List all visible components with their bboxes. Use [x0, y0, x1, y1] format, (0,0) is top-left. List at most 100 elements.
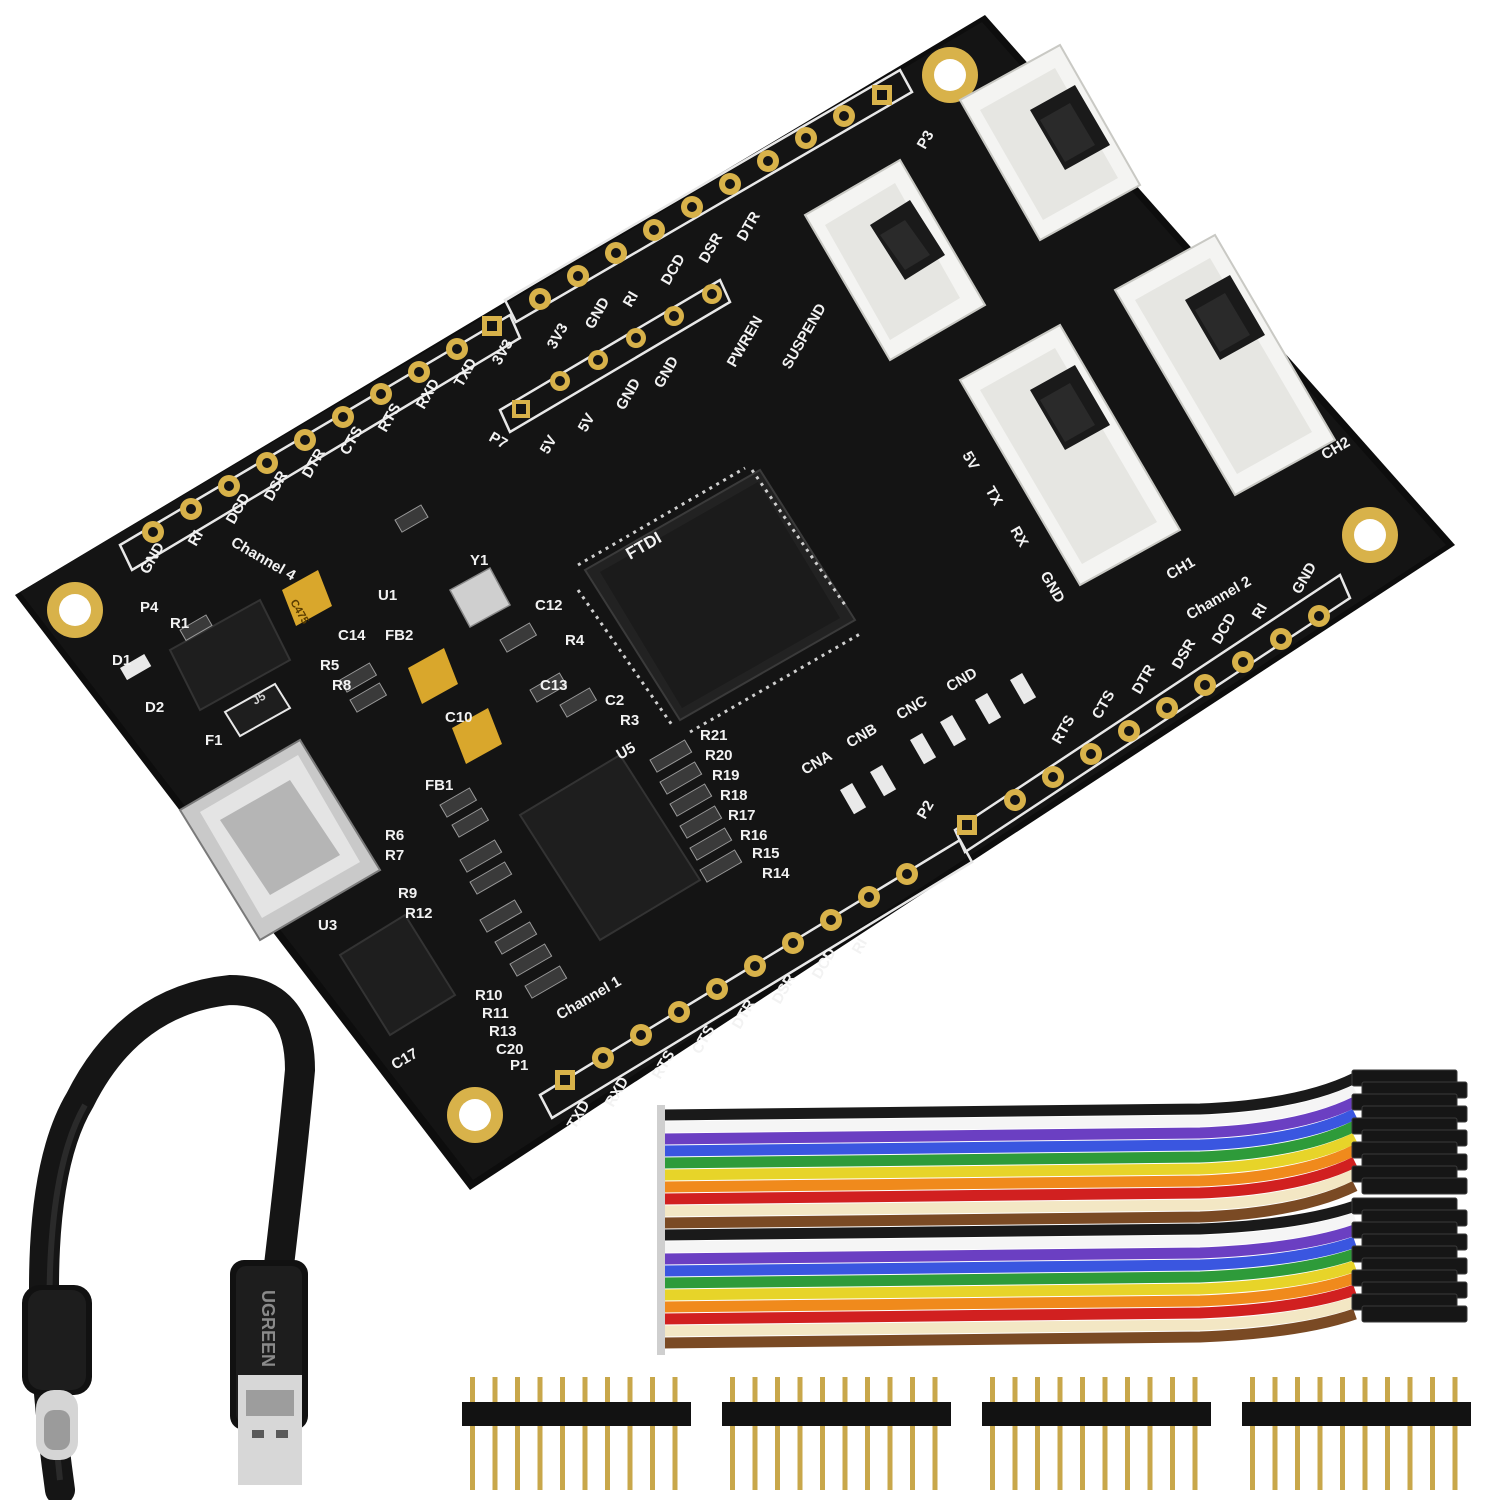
dupont-wire: [661, 1308, 1357, 1349]
label-r19: R19: [712, 767, 740, 784]
jst-connector-ch2: [1113, 233, 1337, 497]
header-pin: [582, 1377, 588, 1490]
dupont-wire: [661, 1073, 1358, 1121]
label-r21: R21: [700, 727, 728, 744]
chip-pins: [576, 466, 861, 734]
usb-c-receptacle: [178, 738, 382, 942]
dupont-wire: [661, 1260, 1357, 1301]
dupont-wire: [661, 1097, 1358, 1145]
ftdi-chip: FTDI: [583, 468, 857, 722]
label-u3: U3: [318, 917, 337, 934]
label-y1: Y1: [470, 552, 488, 569]
header-pin: [1102, 1377, 1108, 1490]
pin-header-strip: [1242, 1377, 1471, 1490]
label-c14: C14: [338, 627, 366, 644]
header-pin: [1080, 1377, 1085, 1490]
header-pin: [672, 1377, 678, 1490]
header-pin: [1452, 1377, 1458, 1490]
fuse-f1: [223, 682, 292, 738]
label-r5: R5: [320, 657, 339, 674]
label-d1: D1: [112, 652, 131, 669]
header-pads-p7: [512, 284, 722, 418]
header-pin: [1340, 1377, 1345, 1490]
dupont-wire: [661, 1224, 1357, 1265]
label-p1: P1: [510, 1057, 528, 1074]
header-pin: [910, 1377, 915, 1490]
dupont-wire: [661, 1085, 1358, 1133]
header-pin: [1125, 1377, 1130, 1490]
dupont-wire: [661, 1272, 1357, 1313]
header-pin: [1362, 1377, 1368, 1490]
dupont-wire: [661, 1212, 1357, 1253]
dupont-wire: [661, 1169, 1358, 1217]
header-pin: [515, 1377, 520, 1490]
label-r16: R16: [740, 827, 768, 844]
label-u1: U1: [378, 587, 397, 604]
header-pin: [775, 1377, 780, 1490]
label-c2: C2: [605, 692, 624, 709]
header-pin: [1317, 1377, 1323, 1490]
ic-u3: [338, 913, 457, 1037]
header-plastic-body: [462, 1402, 691, 1426]
header-pads-channel-2: [957, 605, 1330, 835]
dupont-connector-heads: [1351, 1069, 1468, 1323]
usb-a-plug: UGREEN: [230, 1260, 308, 1485]
header-pin: [1170, 1377, 1175, 1490]
header-plastic-body: [722, 1402, 951, 1426]
header-pin: [842, 1377, 848, 1490]
smd-components: [179, 504, 743, 999]
dupont-wire: [661, 1248, 1357, 1289]
header-pin: [820, 1377, 825, 1490]
mounting-hole-bottom: [447, 1087, 503, 1143]
label-r13: R13: [489, 1023, 517, 1040]
label-p2: P2: [914, 798, 938, 822]
dupont-wire: [661, 1284, 1357, 1325]
jst-connector-ch1: [958, 323, 1182, 587]
header-pads-channel-3: [529, 85, 892, 310]
header-pin: [730, 1377, 735, 1490]
label-c12: C12: [535, 597, 563, 614]
usb-marking: J5: [250, 689, 269, 708]
mounting-hole-right: [1342, 507, 1398, 563]
ribbon-cut-edge: [657, 1105, 665, 1355]
jst-connector-2: [958, 43, 1142, 242]
label-r6: R6: [385, 827, 404, 844]
dupont-wire: [661, 1133, 1358, 1181]
status-leds: [120, 654, 1037, 815]
pin-header-strips: [462, 1377, 1471, 1490]
label-r1: R1: [170, 615, 189, 632]
header-pads-channel-4: [142, 316, 502, 543]
header-pin: [1272, 1377, 1278, 1490]
label-c20: C20: [496, 1041, 524, 1058]
header-pin: [865, 1377, 870, 1490]
usb-c-plug: [22, 1285, 92, 1460]
label-p4: P4: [140, 599, 159, 616]
label-p7: P7: [486, 429, 510, 453]
header-pin: [627, 1377, 633, 1490]
header-pin: [1430, 1377, 1435, 1490]
header-pin: [470, 1377, 475, 1490]
label-r3: R3: [620, 712, 639, 729]
dupont-wire: [661, 1145, 1358, 1193]
header-pin: [1057, 1377, 1063, 1490]
label-c10: C10: [445, 709, 473, 726]
label-ch2-ri: RI: [1249, 601, 1271, 622]
tantalum-cap-c10: [408, 648, 458, 704]
header-pin: [1035, 1377, 1040, 1490]
header-pin: [752, 1377, 758, 1490]
header-pin: [650, 1377, 655, 1490]
cable-brand-label: UGREEN: [258, 1290, 278, 1367]
dupont-wire: [661, 1296, 1357, 1337]
dupont-wire: [661, 1236, 1357, 1277]
header-pads-channel-1: [555, 863, 918, 1090]
label-p3: P3: [914, 128, 938, 152]
pin-header-strip: [462, 1377, 691, 1490]
mounting-hole-left: [47, 582, 103, 638]
label-r18: R18: [720, 787, 748, 804]
tantalum-cap-c14: [282, 570, 332, 626]
pin-header-strip: [722, 1377, 951, 1490]
label-c13: C13: [540, 677, 568, 694]
header-pin: [1407, 1377, 1413, 1490]
header-pin: [797, 1377, 803, 1490]
